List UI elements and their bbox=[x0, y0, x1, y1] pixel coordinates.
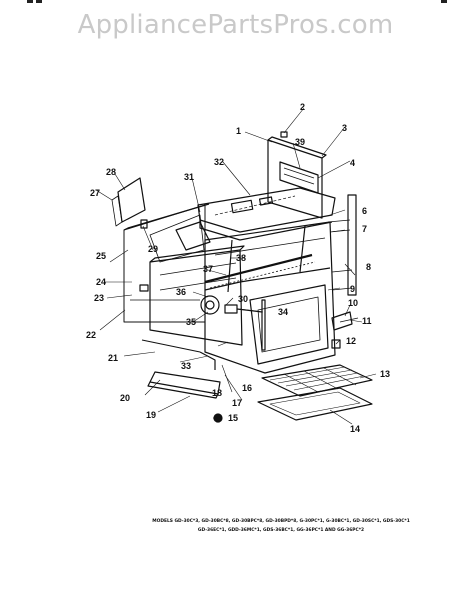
heat-shield bbox=[175, 221, 211, 251]
oven-body bbox=[204, 221, 336, 374]
igniter bbox=[224, 304, 263, 314]
callout-9: 9 bbox=[350, 284, 355, 294]
back-panel bbox=[267, 136, 327, 219]
callout-21: 21 bbox=[108, 353, 118, 363]
watermark: AppliancePartsPros.com bbox=[77, 10, 394, 40]
models-line-2: GD-36EC*1, GDD-36MC*1, GDS-36BC*1, GG-36… bbox=[197, 528, 365, 533]
callout-38: 38 bbox=[236, 253, 246, 263]
callout-23: 23 bbox=[94, 293, 104, 303]
callout-39: 39 bbox=[295, 137, 305, 147]
callout-25: 25 bbox=[96, 251, 106, 261]
vent bbox=[279, 161, 319, 194]
callout-33: 33 bbox=[181, 361, 191, 371]
callout-36: 36 bbox=[176, 287, 186, 297]
callout-24: 24 bbox=[96, 277, 106, 287]
callout-31: 31 bbox=[184, 172, 194, 182]
callout-29: 29 bbox=[148, 244, 158, 254]
callout-27: 27 bbox=[90, 188, 100, 198]
burner-box bbox=[149, 245, 245, 346]
callout-6: 6 bbox=[362, 206, 367, 216]
door-latch bbox=[331, 311, 359, 349]
left-side-panel bbox=[123, 203, 210, 323]
top-clip bbox=[280, 131, 288, 138]
callout-16: 16 bbox=[242, 383, 252, 393]
callout-22: 22 bbox=[86, 330, 96, 340]
callout-1: 1 bbox=[236, 126, 241, 136]
edge-mark-right bbox=[441, 0, 447, 3]
callout-32: 32 bbox=[214, 157, 224, 167]
broiler-pan bbox=[257, 387, 373, 421]
rear-bracket bbox=[111, 177, 148, 229]
callout-7: 7 bbox=[362, 224, 367, 234]
callout-14: 14 bbox=[350, 424, 360, 434]
models-line-1: MODELS GD-30C*3, GD-30BC*8, GD-30BPC*8, … bbox=[152, 519, 410, 524]
callout-28: 28 bbox=[106, 167, 116, 177]
callout-11: 11 bbox=[362, 316, 372, 326]
edge-mark-left bbox=[27, 0, 33, 3]
drip-tray bbox=[147, 371, 221, 399]
insulation bbox=[149, 214, 205, 263]
callout-37: 37 bbox=[203, 264, 213, 274]
callout-2: 2 bbox=[300, 102, 305, 112]
callouts: 1 2 3 4 6 7 8 9 10 11 12 13 14 15 16 17 … bbox=[86, 102, 390, 434]
edge-mark-left-2 bbox=[36, 0, 42, 3]
leader-lines bbox=[95, 107, 377, 425]
callout-12: 12 bbox=[346, 336, 356, 346]
callout-3: 3 bbox=[342, 123, 347, 133]
callout-10: 10 bbox=[348, 298, 358, 308]
left-support bbox=[141, 339, 216, 370]
callout-19: 19 bbox=[146, 410, 156, 420]
callout-18: 18 bbox=[212, 388, 222, 398]
callout-34: 34 bbox=[278, 307, 288, 317]
oven-rack bbox=[261, 364, 373, 397]
callout-13: 13 bbox=[380, 369, 390, 379]
top-panel bbox=[197, 187, 336, 241]
callout-15: 15 bbox=[228, 413, 238, 423]
callout-4: 4 bbox=[350, 158, 355, 168]
callout-8: 8 bbox=[366, 262, 371, 272]
callout-30: 30 bbox=[238, 294, 248, 304]
callout-17: 17 bbox=[232, 398, 242, 408]
callout-20: 20 bbox=[120, 393, 130, 403]
callout-35: 35 bbox=[186, 317, 196, 327]
burner-tube bbox=[204, 253, 316, 289]
